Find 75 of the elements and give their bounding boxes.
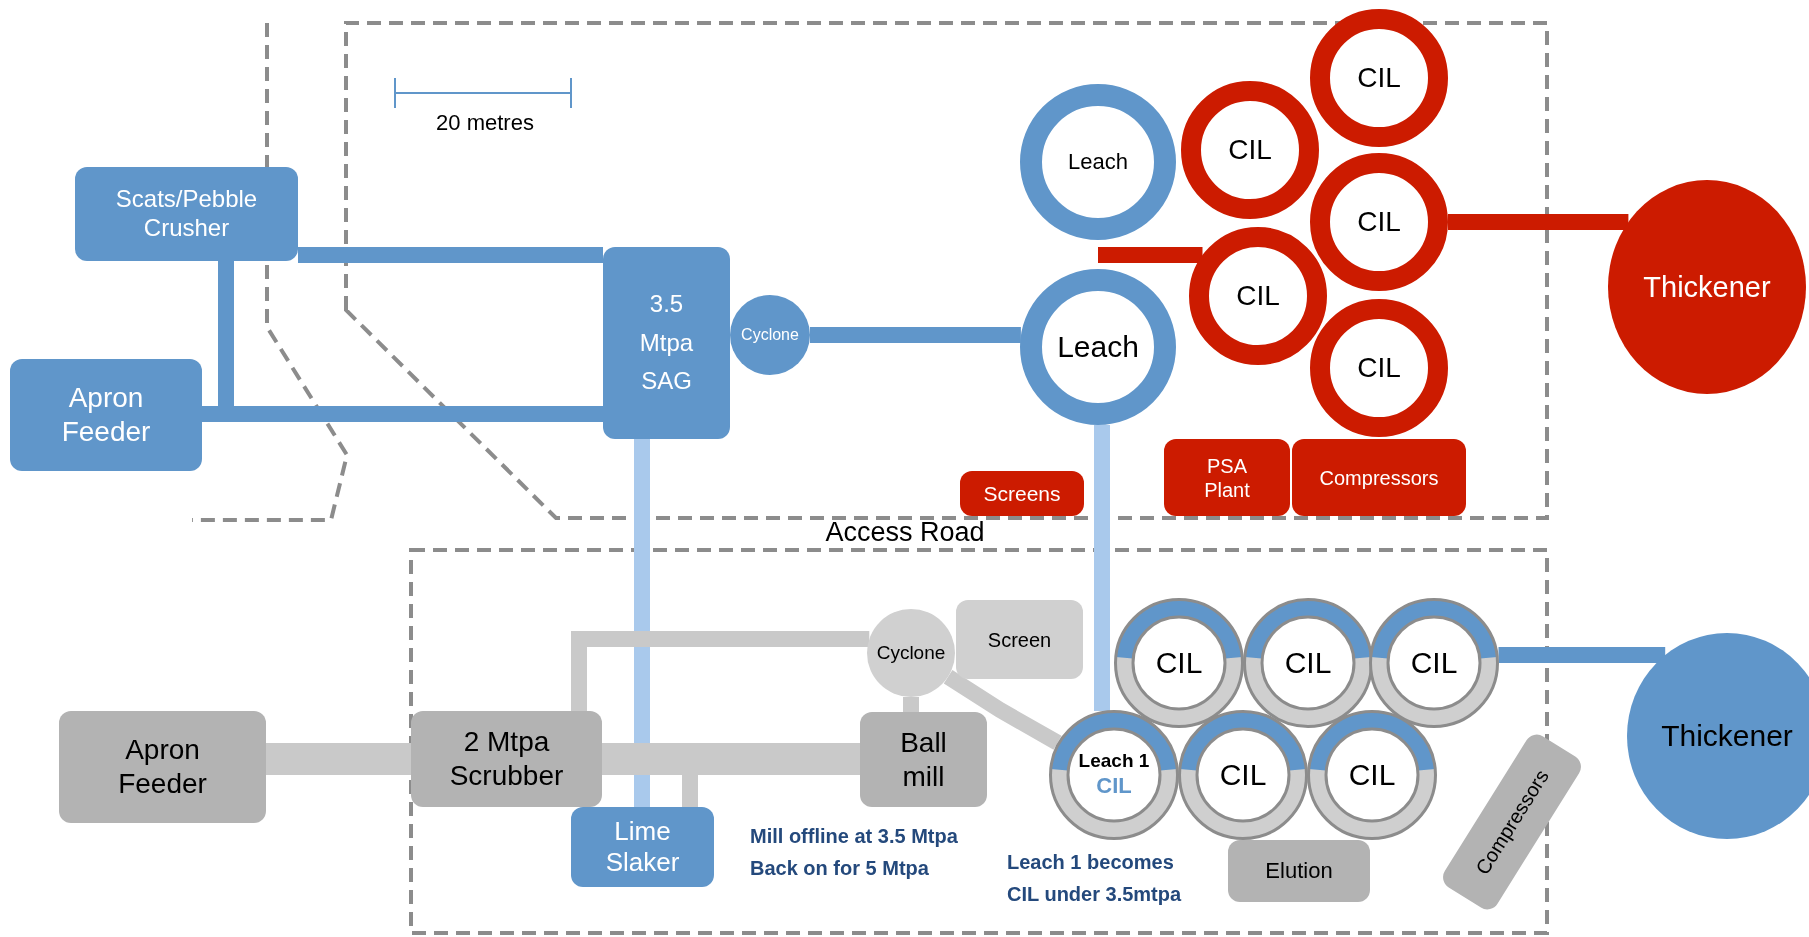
- tank-circle: [1310, 153, 1448, 291]
- equipment-box: [59, 711, 266, 823]
- equipment-box: [75, 167, 298, 261]
- equipment-label: Lime Slaker: [604, 815, 681, 879]
- equipment-label: Apron Feeder: [60, 381, 152, 449]
- tank-label: CIL: [1219, 757, 1267, 793]
- pipe-line: [571, 631, 870, 711]
- equipment-label: Thickener: [1643, 269, 1771, 305]
- pipe-line: [1498, 647, 1666, 663]
- thickener-tank: [1627, 633, 1809, 839]
- tank-circle: [1189, 227, 1327, 365]
- equipment-box: [956, 600, 1083, 679]
- pipe-line: [943, 669, 1062, 750]
- tank-label: CIL: [1348, 757, 1396, 793]
- equipment-box: [571, 807, 714, 887]
- tank-label: CIL: [1357, 351, 1401, 385]
- pipe-line: [1094, 424, 1110, 712]
- equipment-box: [1292, 439, 1466, 516]
- scale-label: 20 metres: [435, 110, 535, 136]
- pipe-line: [903, 697, 919, 713]
- tank-label: CIL: [1410, 645, 1458, 681]
- thickener-tank: [1608, 180, 1806, 394]
- tank-circle: [1310, 9, 1448, 147]
- tank-label: CIL: [1284, 645, 1332, 681]
- tank-circle: [1307, 710, 1437, 840]
- tank-label: CIL: [1096, 773, 1132, 800]
- pipe-line: [298, 247, 603, 263]
- equipment-label: 2 Mtpa Scrubber: [448, 725, 565, 793]
- tank-circle: [1049, 710, 1179, 840]
- tank-label: CIL: [1357, 61, 1401, 95]
- equipment-label: Apron Feeder: [117, 733, 208, 801]
- cyclone-circle: [730, 295, 810, 375]
- equipment-label: 3.5 Mtpa SAG: [638, 289, 695, 397]
- pipe-line: [634, 439, 650, 807]
- equipment-box: [860, 712, 987, 807]
- equipment-label: Thickener: [1661, 718, 1793, 754]
- equipment-label: Scats/Pebble Crusher: [114, 185, 259, 243]
- tank-label: Leach: [1068, 148, 1128, 176]
- tank-circle: [1181, 81, 1319, 219]
- pipe-line: [602, 743, 860, 775]
- tank-circle: [1178, 710, 1308, 840]
- tank-circle: [1114, 598, 1244, 728]
- equipment-box: [960, 471, 1084, 516]
- tank-label: CIL: [1357, 205, 1401, 239]
- pipe-line: [1448, 214, 1629, 230]
- cyclone-circle: [867, 609, 955, 697]
- note-text: Leach 1 becomes CIL under 3.5mtpa: [1007, 850, 1183, 907]
- equipment-box: [603, 247, 730, 439]
- tank-label: Leach 1: [1078, 750, 1150, 774]
- pipe-line: [266, 743, 411, 775]
- tank-circle: [1020, 84, 1176, 240]
- tank-label: CIL: [1228, 133, 1272, 167]
- tank-label: Leach: [1057, 329, 1139, 365]
- pipe-line: [1098, 247, 1203, 263]
- note-text: Mill offline at 3.5 Mtpa Back on for 5 Mtpa: [750, 824, 959, 881]
- tank-circle: [1310, 299, 1448, 437]
- equipment-label: Cyclone: [741, 325, 799, 345]
- tank-label: CIL: [1155, 645, 1203, 681]
- equipment-label: Screen: [987, 627, 1052, 652]
- equipment-label: Compressors: [1319, 465, 1439, 490]
- equipment-label: Cyclone: [876, 641, 946, 665]
- equipment-box: [411, 711, 602, 807]
- pipe-line: [810, 327, 1021, 343]
- tank-label: CIL: [1236, 279, 1280, 313]
- equipment-label: Ball mill: [899, 725, 948, 794]
- equipment-box: [1164, 439, 1290, 516]
- tank-circle: [1369, 598, 1499, 728]
- equipment-label: Elution: [1265, 857, 1333, 885]
- equipment-label: Screens: [983, 480, 1061, 507]
- road-label: Access Road: [824, 517, 986, 548]
- equipment-box: [1228, 840, 1370, 902]
- equipment-box: [10, 359, 202, 471]
- tank-circle: [1243, 598, 1373, 728]
- tank-circle: [1020, 269, 1176, 425]
- equipment-label: PSA Plant: [1203, 453, 1251, 502]
